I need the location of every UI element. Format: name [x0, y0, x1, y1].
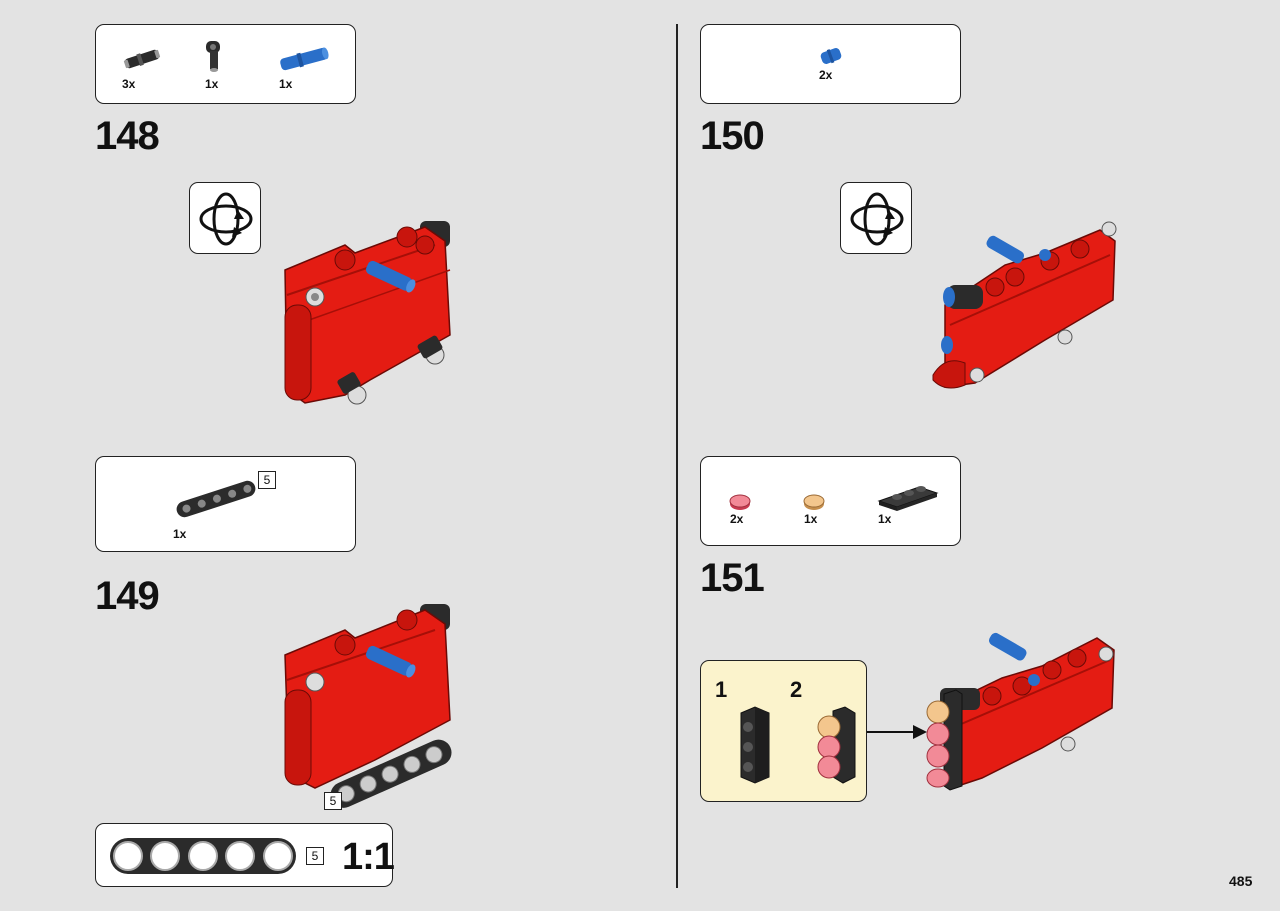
- red-frame-assembly-149: [284, 604, 452, 808]
- black-plate-vertical-icon: [740, 706, 770, 784]
- tan-round-tile-icon: [803, 494, 825, 510]
- part-qty: 1x: [173, 527, 187, 541]
- parts-box-step-150: 2x: [700, 24, 961, 104]
- part-qty: 1x: [205, 77, 219, 91]
- plate-with-round-tiles-icon: [817, 706, 856, 784]
- red-frame-assembly-150: [932, 221, 1117, 389]
- model-length-badge: 5: [324, 792, 342, 810]
- black-beam-5-icon: [176, 480, 256, 518]
- page-divider: [676, 24, 678, 888]
- parts-box-step-151: 2x 1x 1x: [700, 456, 961, 546]
- sub-assembly-callout: 1 2: [700, 660, 867, 802]
- scale-label: 1:1: [342, 836, 395, 878]
- blue-pin-icon: [820, 48, 842, 64]
- part-qty: 1x: [804, 512, 818, 526]
- blue-axle-pin-icon: [280, 47, 329, 71]
- rotate-model-icon: [840, 182, 912, 254]
- red-frame-assembly-151: [926, 632, 1115, 791]
- part-length-badge: 5: [258, 471, 276, 489]
- step-number: 148: [95, 114, 160, 158]
- parts-box-step-149: 5 1x: [95, 456, 356, 552]
- beam-1-to-1-icon: [110, 838, 296, 874]
- red-round-tile-icon: [729, 494, 751, 510]
- placement-arrow-icon: [867, 725, 927, 739]
- parts-box-step-148: 3x 1x 1x: [95, 24, 356, 104]
- part-qty: 3x: [122, 77, 136, 91]
- part-qty: 1x: [878, 512, 892, 526]
- black-axle-pin-icon: [123, 49, 161, 69]
- part-qty: 1x: [279, 77, 293, 91]
- sub-step-number: 1: [715, 677, 728, 702]
- step-number: 150: [700, 114, 765, 158]
- black-plate-1x3-icon: [877, 486, 939, 511]
- page-number: 485: [1229, 873, 1253, 889]
- part-qty: 2x: [730, 512, 744, 526]
- part-qty: 2x: [819, 68, 833, 82]
- red-frame-assembly-148: [284, 221, 451, 405]
- rotate-model-icon: [189, 182, 261, 254]
- step-number: 149: [95, 574, 160, 618]
- scale-length-badge: 5: [306, 847, 324, 865]
- step-number: 151: [700, 556, 765, 600]
- scale-guide-box: 5 1:1: [95, 823, 395, 887]
- sub-step-number: 2: [790, 677, 803, 702]
- black-angle-connector-icon: [206, 41, 220, 72]
